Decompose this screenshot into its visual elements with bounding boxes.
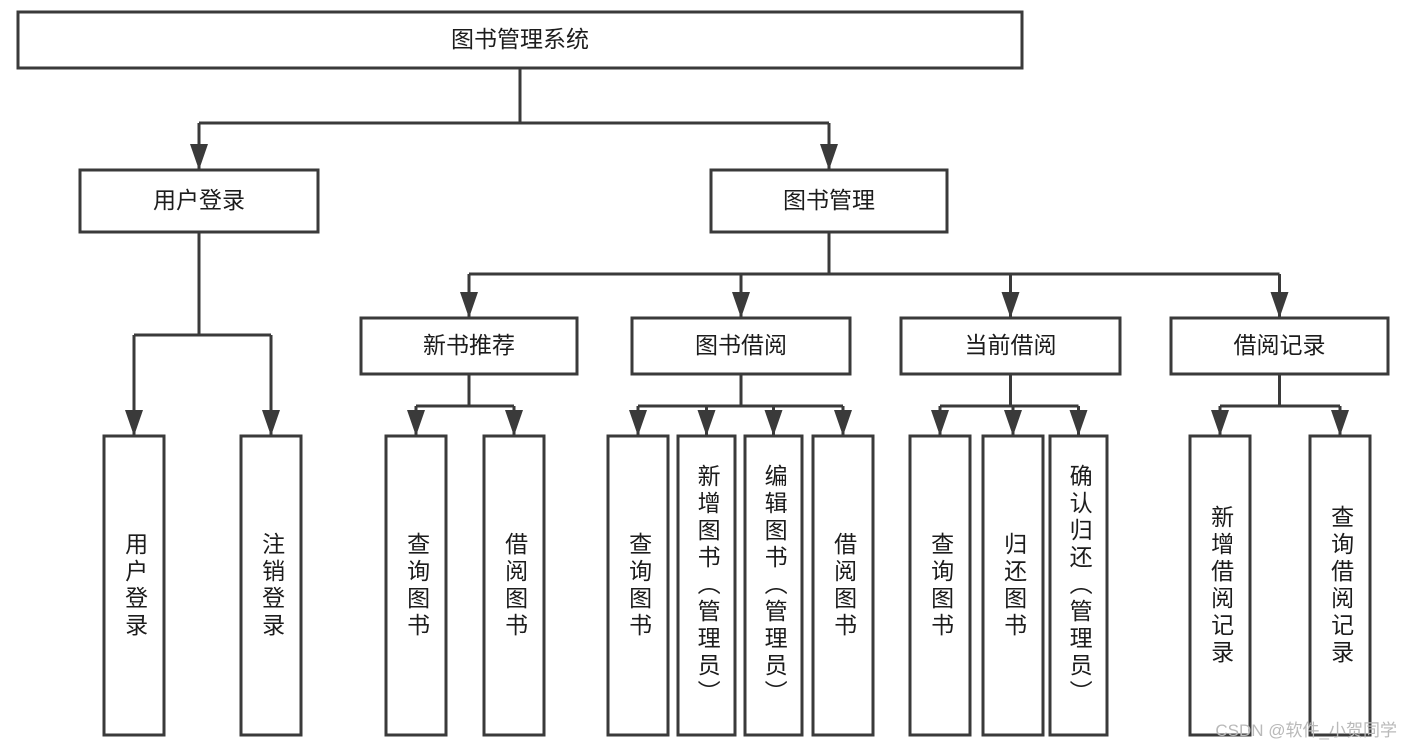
node-box bbox=[899, 316, 1122, 376]
node-root[interactable]: 图书管理系统 bbox=[16, 10, 1024, 70]
node-label: 图书借阅 bbox=[695, 332, 787, 358]
node-label: 新书推荐 bbox=[423, 332, 515, 358]
node-leaf-query-book-2[interactable]: 查询图书 bbox=[606, 434, 670, 737]
node-box bbox=[78, 168, 320, 234]
node-label-wrapper: 新增借阅记录 bbox=[1207, 504, 1234, 667]
arrow-head-icon bbox=[931, 410, 949, 436]
node-box bbox=[743, 434, 804, 737]
connector-layer bbox=[125, 68, 1349, 436]
node-label-wrapper: 新增图书（管理员） bbox=[694, 464, 721, 707]
node-label: 新增借阅记录 bbox=[1207, 504, 1234, 667]
node-user-login[interactable]: 用户登录 bbox=[78, 168, 320, 234]
csdn-watermark: CSDN @软件_小贺同学 bbox=[1215, 721, 1397, 740]
arrow-head-icon bbox=[1270, 292, 1289, 318]
node-leaf-borrow-book-1[interactable]: 借阅图书 bbox=[482, 434, 546, 737]
node-box bbox=[606, 434, 670, 737]
arrow-head-icon bbox=[1069, 410, 1088, 436]
node-box bbox=[1048, 434, 1109, 737]
node-label: 用户登录 bbox=[153, 187, 245, 213]
node-leaf-user-login[interactable]: 用户登录 bbox=[102, 434, 166, 737]
node-label: 编辑图书（管理员） bbox=[761, 464, 788, 707]
node-leaf-edit-book[interactable]: 编辑图书（管理员） bbox=[743, 434, 804, 737]
node-label: 归还图书 bbox=[1000, 531, 1027, 640]
node-label: 新增图书（管理员） bbox=[694, 464, 721, 707]
node-box bbox=[630, 316, 852, 376]
node-label: 图书管理系统 bbox=[451, 26, 589, 52]
node-box bbox=[1308, 434, 1372, 737]
node-leaf-query-record[interactable]: 查询借阅记录 bbox=[1308, 434, 1372, 737]
node-label: 注销登录 bbox=[258, 531, 285, 640]
node-label-wrapper: 查询图书 bbox=[927, 531, 954, 640]
arrow-head-icon bbox=[262, 410, 280, 436]
arrow-head-icon bbox=[834, 410, 852, 436]
node-box bbox=[811, 434, 875, 737]
node-label-wrapper: 确认归还（管理员） bbox=[1066, 464, 1093, 707]
node-leaf-query-book-1[interactable]: 查询图书 bbox=[384, 434, 448, 737]
arrow-head-icon bbox=[629, 410, 647, 436]
node-label: 借阅记录 bbox=[1234, 332, 1326, 358]
node-label-wrapper: 归还图书 bbox=[1000, 531, 1027, 640]
node-label: 借阅图书 bbox=[830, 531, 857, 640]
node-label-wrapper: 借阅图书 bbox=[501, 531, 528, 640]
arrow-head-icon bbox=[1001, 292, 1020, 318]
node-label-wrapper: 注销登录 bbox=[258, 531, 285, 640]
arrow-head-icon bbox=[1004, 410, 1022, 436]
node-label-wrapper: 用户登录 bbox=[121, 531, 148, 640]
node-label: 查询图书 bbox=[625, 531, 652, 640]
node-box bbox=[16, 10, 1024, 70]
node-leaf-return-book[interactable]: 归还图书 bbox=[981, 434, 1045, 737]
node-box bbox=[482, 434, 546, 737]
node-box bbox=[102, 434, 166, 737]
node-label-wrapper: 查询图书 bbox=[403, 531, 430, 640]
node-book-manage[interactable]: 图书管理 bbox=[709, 168, 949, 234]
arrow-head-icon bbox=[697, 410, 716, 436]
arrow-head-icon bbox=[505, 410, 523, 436]
node-label-wrapper: 借阅图书 bbox=[830, 531, 857, 640]
node-box bbox=[908, 434, 972, 737]
arrow-head-icon bbox=[820, 144, 838, 170]
arrow-head-icon bbox=[732, 292, 750, 318]
node-box bbox=[709, 168, 949, 234]
node-box bbox=[1188, 434, 1252, 737]
node-box bbox=[676, 434, 737, 737]
node-box bbox=[384, 434, 448, 737]
node-label-wrapper: 查询借阅记录 bbox=[1327, 504, 1354, 667]
node-new-book-rec[interactable]: 新书推荐 bbox=[359, 316, 579, 376]
node-leaf-add-record[interactable]: 新增借阅记录 bbox=[1188, 434, 1252, 737]
node-leaf-borrow-book-2[interactable]: 借阅图书 bbox=[811, 434, 875, 737]
node-box bbox=[1169, 316, 1390, 376]
node-leaf-user-logout[interactable]: 注销登录 bbox=[239, 434, 303, 737]
arrow-head-icon bbox=[407, 410, 425, 436]
node-label: 当前借阅 bbox=[965, 332, 1057, 358]
node-label: 查询图书 bbox=[927, 531, 954, 640]
node-box bbox=[359, 316, 579, 376]
node-borrow-record[interactable]: 借阅记录 bbox=[1169, 316, 1390, 376]
node-layer: 图书管理系统用户登录图书管理新书推荐图书借阅当前借阅借阅记录用户登录注销登录查询… bbox=[16, 10, 1390, 737]
node-box bbox=[239, 434, 303, 737]
arrow-head-icon bbox=[460, 292, 478, 318]
node-leaf-confirm-return[interactable]: 确认归还（管理员） bbox=[1048, 434, 1109, 737]
arrow-head-icon bbox=[125, 410, 143, 436]
node-label: 图书管理 bbox=[783, 187, 875, 213]
arrow-head-icon bbox=[1331, 410, 1349, 436]
node-book-borrow[interactable]: 图书借阅 bbox=[630, 316, 852, 376]
node-label-wrapper: 编辑图书（管理员） bbox=[761, 464, 788, 707]
node-box bbox=[981, 434, 1045, 737]
node-label: 用户登录 bbox=[121, 531, 148, 640]
node-label: 借阅图书 bbox=[501, 531, 528, 640]
node-label: 确认归还（管理员） bbox=[1066, 464, 1093, 707]
arrow-head-icon bbox=[764, 410, 783, 436]
node-label: 查询借阅记录 bbox=[1327, 504, 1354, 667]
arrow-head-icon bbox=[190, 144, 208, 170]
arrow-head-icon bbox=[1211, 410, 1229, 436]
node-label: 查询图书 bbox=[403, 531, 430, 640]
node-leaf-add-book[interactable]: 新增图书（管理员） bbox=[676, 434, 737, 737]
node-leaf-query-book-3[interactable]: 查询图书 bbox=[908, 434, 972, 737]
node-current-borrow[interactable]: 当前借阅 bbox=[899, 316, 1122, 376]
node-label-wrapper: 查询图书 bbox=[625, 531, 652, 640]
